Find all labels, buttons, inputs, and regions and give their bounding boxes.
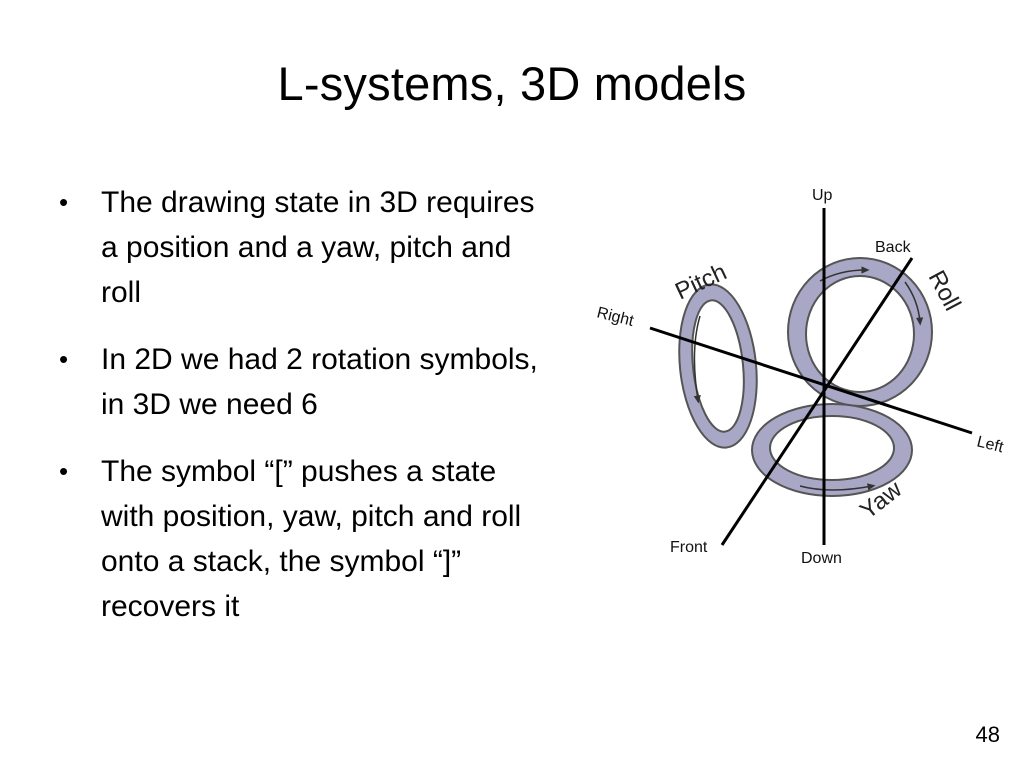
bullet-item: • The symbol “[” pushes a state with pos… xyxy=(57,449,547,629)
axis-label-right: Right xyxy=(595,304,636,330)
bullet-item: • In 2D we had 2 rotation symbols, in 3D… xyxy=(57,337,547,427)
yaw-ring xyxy=(751,403,913,497)
axis-label-left: Left xyxy=(975,433,1006,456)
pitch-ring xyxy=(678,283,758,449)
bullet-text: The drawing state in 3D requires a posit… xyxy=(101,186,535,309)
bullet-list: • The drawing state in 3D requires a pos… xyxy=(57,180,547,651)
bullet-dot-icon: • xyxy=(59,344,69,374)
bullet-dot-icon: • xyxy=(59,187,69,217)
roll-ring xyxy=(787,257,933,407)
axis-label-up: Up xyxy=(812,187,833,204)
bullet-dot-icon: • xyxy=(59,456,69,486)
axis-label-down: Down xyxy=(801,550,842,567)
bullet-text: In 2D we had 2 rotation symbols, in 3D w… xyxy=(101,343,538,421)
axis-label-back: Back xyxy=(875,239,912,256)
bullet-text: The symbol “[” pushes a state with posit… xyxy=(101,455,522,623)
front-back-axis xyxy=(720,257,914,546)
bullet-item: • The drawing state in 3D requires a pos… xyxy=(57,180,547,315)
axes xyxy=(649,208,973,546)
slide-number: 48 xyxy=(975,722,1000,747)
yaw-pitch-roll-diagram: Up Down Back Front Left Right Pitch Roll… xyxy=(595,187,1006,567)
slide-title: L-systems, 3D models xyxy=(277,57,747,110)
right-left-axis xyxy=(649,326,973,435)
axis-label-front: Front xyxy=(670,539,708,556)
